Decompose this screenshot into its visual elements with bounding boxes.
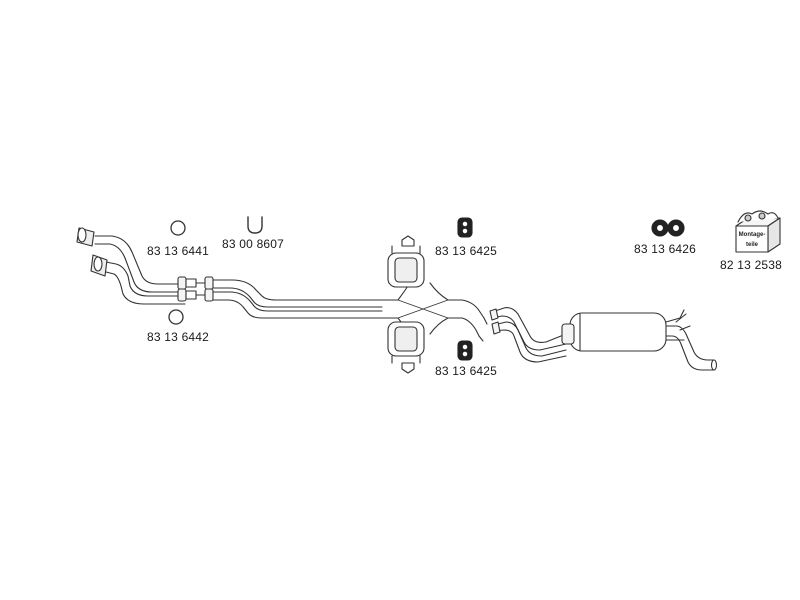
part-number-rubber-mount-upper: 83 13 6425 bbox=[435, 244, 498, 258]
part-number-u-clamp: 83 00 8607 bbox=[222, 237, 285, 251]
front-downpipe-upper bbox=[76, 227, 186, 293]
u-clamp-icon bbox=[247, 216, 263, 234]
part-number-ring-lower: 83 13 6442 bbox=[147, 330, 210, 344]
rubber-mount-icon-lower bbox=[457, 340, 473, 361]
double-mount-icon bbox=[651, 219, 685, 237]
front-downpipe-lower bbox=[90, 254, 186, 305]
part-number-rubber-mount-lower: 83 13 6425 bbox=[435, 364, 498, 378]
part-number-mounting-kit: 82 13 2538 bbox=[720, 258, 783, 272]
tailpipes bbox=[665, 325, 718, 371]
middle-pipes bbox=[212, 279, 383, 319]
part-number-ring-upper: 83 13 6441 bbox=[147, 244, 210, 258]
ring-icon-upper bbox=[170, 220, 186, 236]
x-pipe-assembly bbox=[381, 235, 488, 374]
rear-muffler bbox=[561, 309, 691, 352]
mounting-kit-icon bbox=[735, 210, 781, 253]
ring-icon-lower bbox=[168, 309, 184, 325]
rear-inlet-pipes bbox=[489, 307, 567, 363]
rubber-mount-icon-upper bbox=[457, 217, 473, 238]
kit-box-text-1: Montage- bbox=[739, 232, 766, 238]
part-number-double-mount: 83 13 6426 bbox=[634, 242, 697, 256]
kit-box-text-2: teile bbox=[746, 242, 759, 248]
flange-connectors bbox=[177, 276, 214, 302]
